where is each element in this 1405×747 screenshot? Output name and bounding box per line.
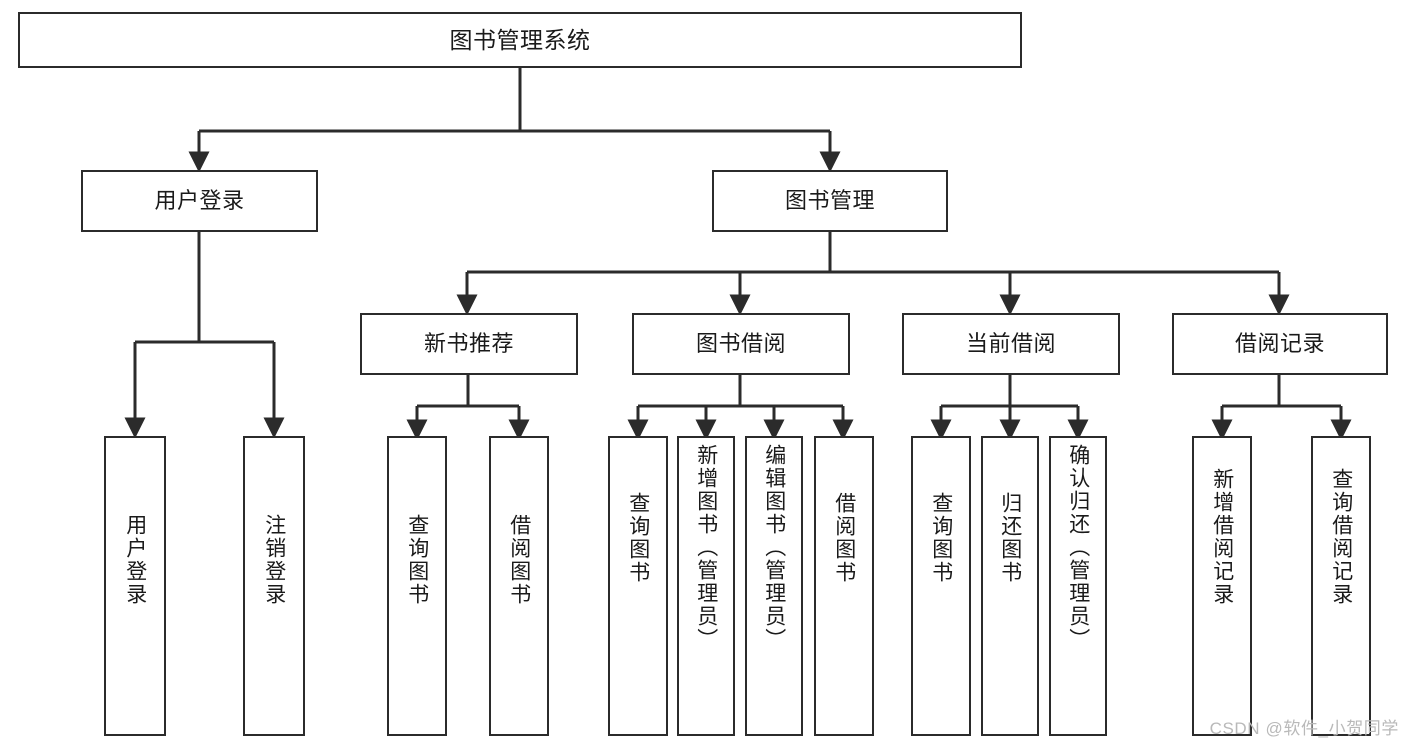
node-new-book-recommend[interactable]: 新书推荐	[360, 313, 578, 375]
leaf-current-borrow-query[interactable]: 查询图书	[911, 436, 971, 736]
node-label: 归还图书	[998, 492, 1022, 584]
leaf-book-borrow-query[interactable]: 查询图书	[608, 436, 668, 736]
leaf-new-book-borrow[interactable]: 借阅图书	[489, 436, 549, 736]
node-label: 借阅图书	[832, 492, 856, 584]
node-label: 新增借阅记录	[1210, 468, 1234, 606]
leaf-current-borrow-confirm-return[interactable]: 确认归还（管理员）	[1049, 436, 1107, 736]
node-borrow-record[interactable]: 借阅记录	[1172, 313, 1388, 375]
node-label: 查询图书	[405, 514, 429, 606]
leaf-user-login-logout[interactable]: 注销登录	[243, 436, 305, 736]
node-label: 借阅图书	[507, 514, 531, 606]
node-label: 查询图书	[626, 492, 650, 584]
node-root-book-management-system[interactable]: 图书管理系统	[18, 12, 1022, 68]
leaf-borrow-record-query[interactable]: 查询借阅记录	[1311, 436, 1371, 736]
leaf-user-login-login[interactable]: 用户登录	[104, 436, 166, 736]
node-label: 用户登录	[154, 188, 245, 214]
node-label: 确认归还（管理员）	[1066, 444, 1090, 651]
node-label: 图书管理	[784, 188, 875, 214]
node-label: 当前借阅	[965, 331, 1056, 357]
leaf-book-borrow-edit[interactable]: 编辑图书（管理员）	[745, 436, 803, 736]
node-label: 新增图书（管理员）	[694, 444, 718, 651]
node-label: 用户登录	[123, 514, 147, 606]
node-label: 借阅记录	[1234, 331, 1325, 357]
node-book-management[interactable]: 图书管理	[712, 170, 948, 232]
leaf-book-borrow-add[interactable]: 新增图书（管理员）	[677, 436, 735, 736]
node-book-borrow[interactable]: 图书借阅	[632, 313, 850, 375]
leaf-borrow-record-add[interactable]: 新增借阅记录	[1192, 436, 1252, 736]
node-current-borrow[interactable]: 当前借阅	[902, 313, 1120, 375]
node-user-login[interactable]: 用户登录	[81, 170, 318, 232]
node-label: 注销登录	[262, 514, 286, 606]
leaf-current-borrow-return[interactable]: 归还图书	[981, 436, 1039, 736]
node-label: 图书借阅	[695, 331, 786, 357]
node-label: 编辑图书（管理员）	[762, 444, 786, 651]
node-label: 查询借阅记录	[1329, 468, 1353, 606]
node-label: 查询图书	[929, 492, 953, 584]
leaf-book-borrow-borrow[interactable]: 借阅图书	[814, 436, 874, 736]
node-label: 图书管理系统	[449, 26, 591, 53]
leaf-new-book-query[interactable]: 查询图书	[387, 436, 447, 736]
node-label: 新书推荐	[423, 331, 514, 357]
